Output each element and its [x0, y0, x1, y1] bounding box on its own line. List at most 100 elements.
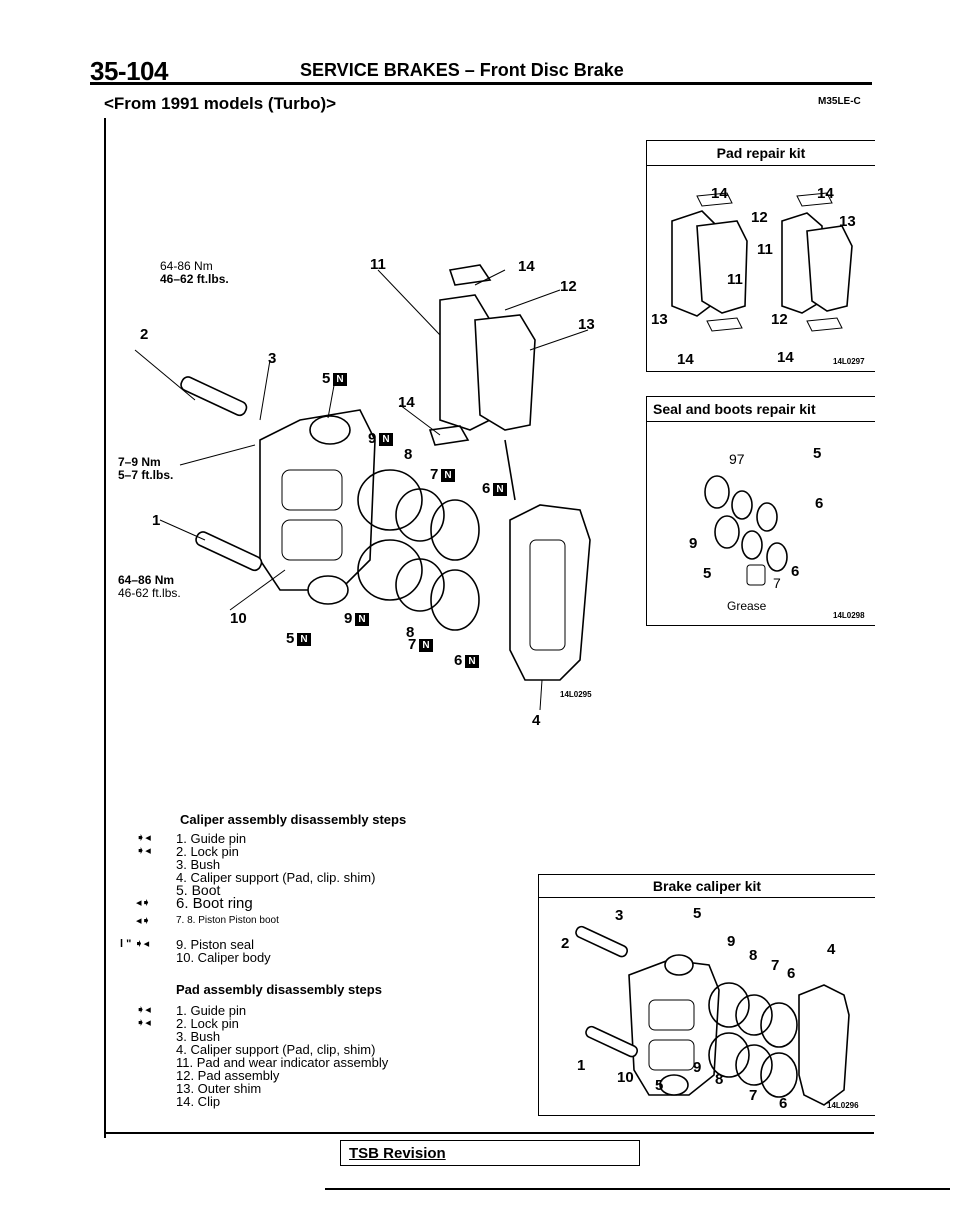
callout-7: 7 — [749, 1087, 758, 1104]
seal-kit-diagram — [704, 475, 788, 586]
torque-spec-bush: 7–9 Nm 5–7 ft.lbs. — [118, 456, 173, 482]
callout-5: 5 — [703, 565, 712, 582]
figure-code: 14L0298 — [833, 611, 865, 620]
callout-6: 6 — [787, 965, 796, 982]
callout-1: 1 — [152, 512, 161, 529]
callout-9: 9 — [727, 933, 736, 950]
callout-8: 8 — [715, 1071, 724, 1088]
callout-8: 8 — [404, 446, 413, 463]
callout-97: 97 — [729, 451, 745, 467]
list-item: 4. Caliper support (Pad, clip, shim) — [176, 1042, 376, 1057]
callout-9: 9 — [693, 1059, 702, 1076]
tsb-label: TSB Revision — [349, 1145, 446, 1162]
callout-10: 10 — [230, 610, 247, 627]
list-item: ◂➧6. Boot ring — [136, 895, 253, 912]
callout-11: 11 — [757, 241, 773, 258]
grease-label: Grease — [727, 599, 767, 613]
list-item: 14. Clip — [176, 1094, 221, 1109]
callout-13: 13 — [578, 316, 595, 333]
torque-ftlbs: 46–62 ft.lbs. — [160, 272, 229, 286]
list-item: 3. Bush — [176, 1029, 221, 1044]
callout-6: 6 — [779, 1095, 788, 1112]
panel-title: Seal and boots repair kit — [647, 397, 875, 422]
list-item: ➧◂2. Lock pin — [136, 844, 239, 859]
callout-12: 12 — [560, 278, 577, 295]
list-item: 3. Bush — [176, 857, 221, 872]
panel-title: Brake caliper kit — [539, 875, 875, 898]
callout-12: 12 — [771, 311, 788, 328]
callout-11: 11 — [727, 271, 743, 288]
callout-6: 6 — [791, 563, 800, 580]
list-item: 5. Boot — [176, 882, 221, 898]
callout-13: 13 — [651, 311, 668, 328]
callout-8: 8 — [749, 947, 758, 964]
brake-caliper-kit-panel: Brake caliper kit 3 5 2 9 8 7 4 6 1 10 5… — [538, 874, 875, 1116]
torque-nm: 64–86 Nm — [118, 573, 175, 587]
footer-rule — [325, 1188, 950, 1190]
content-bottom-rule — [104, 1132, 874, 1134]
callout-5: 5 — [813, 445, 822, 462]
caliper-steps-list: ➧◂1. Guide pin ➧◂2. Lock pin 3. Bush 4. … — [120, 831, 536, 965]
caliper-kit-diagram — [575, 925, 850, 1106]
callout-14: 14 — [518, 258, 535, 275]
callout-4: 4 — [532, 712, 541, 729]
left-margin-rule — [104, 118, 106, 1138]
callout-3: 3 — [268, 350, 277, 367]
torque-spec-guide-pin: 64-86 Nm 46–62 ft.lbs. — [160, 260, 229, 286]
pad-kit-diagram — [671, 192, 853, 332]
manual-code: M35LE-C — [818, 96, 861, 107]
list-item: 11. Pad and wear indicator assembly — [176, 1055, 389, 1070]
pad-steps-list: ➧◂1. Guide pin ➧◂2. Lock pin 3. Bush 4. … — [136, 1003, 536, 1109]
callout-5: 5 — [693, 905, 702, 922]
torque-ftlbs: 5–7 ft.lbs. — [118, 468, 174, 482]
callout-5: 5 — [655, 1077, 664, 1094]
list-item: ◂➧7. 8. Piston Piston boot — [136, 915, 279, 927]
list-item: 4. Caliper support (Pad, clip. shim) — [176, 870, 376, 885]
figure-code: 14L0297 — [833, 357, 865, 366]
callout-13: 13 — [839, 213, 856, 230]
callout-7: 7 — [771, 957, 780, 974]
list-item: 13. Outer shim — [176, 1081, 262, 1096]
torque-nm: 64-86 Nm — [160, 259, 213, 273]
list-item: l " ➧◂9. Piston seal — [120, 937, 255, 952]
figure-code: 14L0295 — [560, 690, 592, 699]
callout-9: 9 — [689, 535, 698, 552]
list-item: ➧◂1. Guide pin — [136, 831, 247, 846]
callout-14: 14 — [398, 394, 415, 411]
page-title: SERVICE BRAKES – Front Disc Brake — [300, 60, 624, 80]
list-item: ➧◂2. Lock pin — [136, 1016, 239, 1031]
list-item: ➧◂1. Guide pin — [136, 1003, 247, 1018]
model-note: <From 1991 models (Turbo)> — [104, 94, 337, 113]
callout-7: 7 — [773, 575, 781, 591]
list-item: 12. Pad assembly — [176, 1068, 280, 1083]
pad-repair-kit-panel: Pad repair kit 14 14 12 13 11 11 13 12 1… — [646, 140, 875, 372]
callout-1: 1 — [577, 1057, 586, 1074]
callout-4: 4 — [827, 941, 836, 958]
tsb-revision-box: TSB Revision — [340, 1140, 640, 1166]
callout-6: 6 — [815, 495, 824, 512]
callout-2: 2 — [140, 326, 149, 343]
page-number: 35-104 — [90, 56, 168, 86]
callout-11: 11 — [370, 256, 386, 273]
torque-ftlbs: 46-62 ft.lbs. — [118, 586, 181, 600]
callout-8: 8 — [406, 624, 415, 641]
torque-nm: 7–9 Nm — [118, 455, 161, 469]
figure-code: 14L0296 — [827, 1101, 859, 1110]
callout-14: 14 — [777, 349, 794, 366]
callout-12: 12 — [751, 209, 768, 226]
callout-10: 10 — [617, 1069, 634, 1086]
caliper-steps-title: Caliper assembly disassembly steps — [180, 812, 407, 827]
seal-boots-kit-panel: Seal and boots repair kit 97 5 6 9 5 7 6… — [646, 396, 875, 626]
list-item: 10. Caliper body — [176, 950, 271, 965]
callout-14: 14 — [677, 351, 694, 368]
callout-14: 14 — [711, 185, 728, 202]
torque-spec-lock-pin: 64–86 Nm 46-62 ft.lbs. — [118, 574, 181, 600]
